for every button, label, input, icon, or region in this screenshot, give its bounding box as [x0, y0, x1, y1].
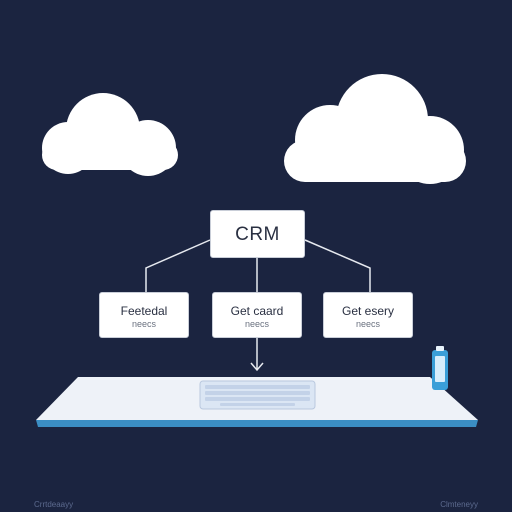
child-node-1: Feetedal neecs [99, 292, 189, 338]
footer-right-text: Clmteneyy [440, 500, 478, 509]
crm-node: CRM [210, 210, 305, 258]
footer-left-text: Crrtdeaayy [34, 500, 74, 509]
left-cloud-icon [42, 93, 178, 176]
child-node-3-label: Get esery [341, 304, 395, 318]
right-cloud-icon [284, 74, 466, 184]
child-node-3-sub: neecs [355, 319, 381, 329]
child-node-2-sub: neecs [244, 319, 270, 329]
diagram-connectors [145, 239, 371, 372]
keyboard-icon [199, 380, 316, 410]
arrow-head-icon [250, 362, 264, 372]
child-node-1-sub: neecs [131, 319, 157, 329]
crm-node-label: CRM [235, 224, 280, 245]
connector-left [145, 239, 211, 292]
connector-right [304, 239, 371, 292]
phone-device-icon [432, 346, 448, 390]
child-node-3: Get esery neecs [323, 292, 413, 338]
child-node-2: Get caard neecs [212, 292, 302, 338]
child-node-1-label: Feetedal [120, 304, 168, 318]
child-node-2-label: Get caard [230, 304, 284, 318]
